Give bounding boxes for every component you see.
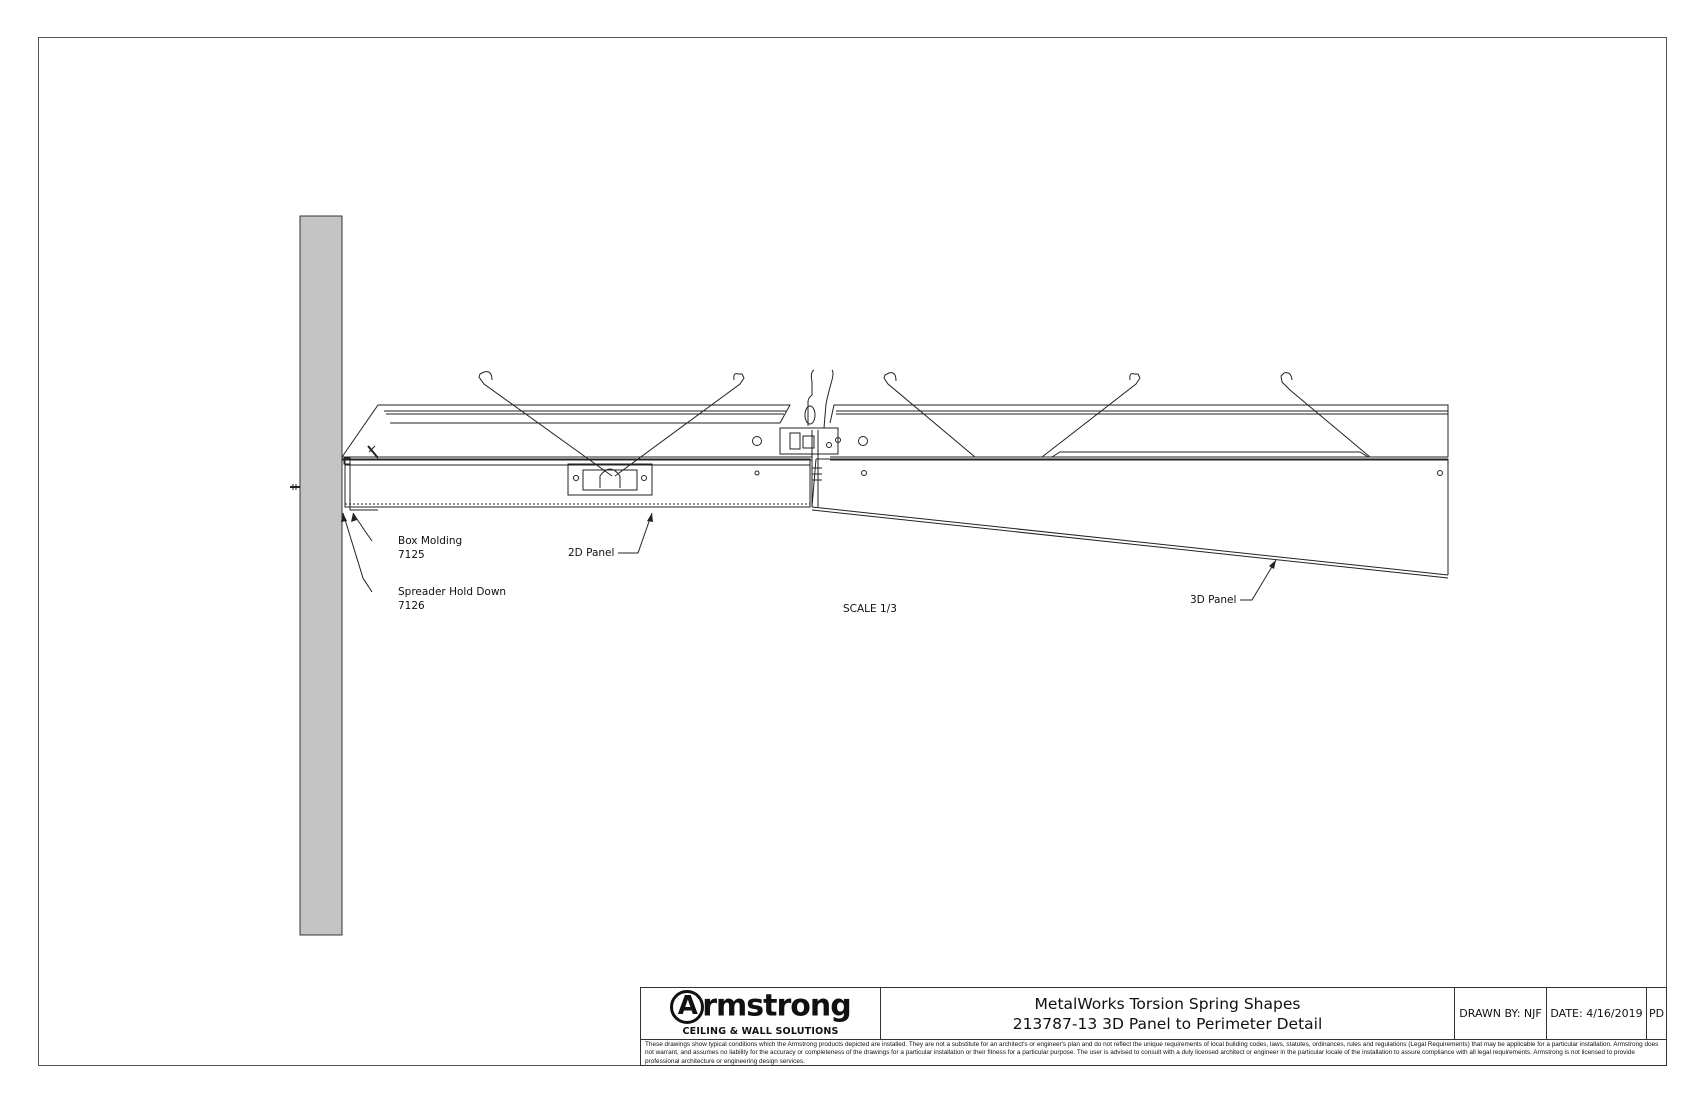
drawn-by: DRAWN BY: NJF (1455, 988, 1547, 1039)
drawing-date: DATE: 4/16/2019 (1547, 988, 1647, 1039)
main-runner-left (341, 404, 868, 461)
scale-note: SCALE 1/3 (843, 603, 897, 615)
panel-2d-body (344, 458, 811, 508)
arrowhead-box-molding (351, 513, 357, 522)
callout-box-molding-name: Box Molding (398, 535, 463, 547)
arrowhead-2d-panel (647, 513, 653, 522)
arrowhead-spreader (341, 513, 347, 522)
logo-word-text: rmstrong (702, 988, 851, 1024)
disclaimer-text: These drawings show typical conditions w… (641, 1039, 1666, 1066)
title-line-2: 213787-13 3D Panel to Perimeter Detail (1012, 1014, 1323, 1033)
center-connector (779, 369, 841, 507)
drawing-title: MetalWorks Torsion Spring Shapes 213787-… (881, 988, 1455, 1039)
arrowhead-3d-panel (1269, 560, 1276, 569)
sheet-code: PD (1648, 1007, 1665, 1020)
leader-box-molding (352, 512, 373, 542)
upper-screw (367, 445, 379, 459)
torsion-springs-right (883, 372, 1371, 458)
leader-3d-panel (1240, 559, 1277, 601)
callout-spreader-code: 7126 (398, 600, 425, 612)
logo-tagline: CEILING & WALL SOLUTIONS (682, 1026, 839, 1037)
torsion-springs-left (478, 371, 745, 477)
callout-spreader-name: Spreader Hold Down (398, 586, 507, 598)
wall-screw (290, 484, 300, 490)
leader-spreader (342, 512, 373, 593)
logo-initial-circle: A (670, 990, 705, 1024)
title-line-1: MetalWorks Torsion Spring Shapes (1034, 994, 1301, 1013)
callout-2d-panel: 2D Panel (568, 547, 615, 559)
leader-2d-panel (618, 512, 653, 554)
box-molding (342, 457, 378, 511)
panel-3d-body (811, 458, 1449, 579)
main-runner-right (829, 404, 1449, 461)
panel-clip (567, 463, 653, 496)
wall (299, 215, 343, 936)
callout-3d-panel: 3D Panel (1190, 594, 1237, 606)
callout-box-molding-code: 7125 (398, 549, 425, 561)
